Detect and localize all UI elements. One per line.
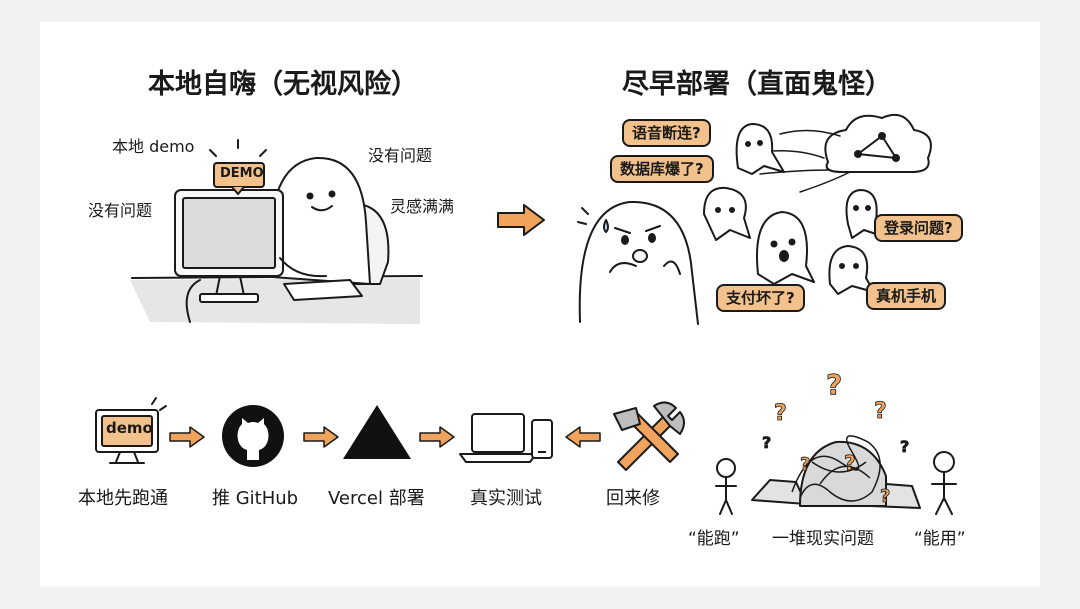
ghost-body	[269, 156, 371, 285]
ghost	[756, 211, 815, 285]
flow-arrow-icon	[169, 426, 205, 448]
diagram-canvas: ? ? ? ? ? ? ? ? 本地自嗨（无视风险） 尽早部署（直面鬼怪） 本地…	[40, 22, 1040, 587]
demo-screen-tag	[101, 415, 153, 447]
monitor-screen	[182, 197, 276, 269]
flow-arrow-left-icon	[565, 426, 601, 448]
svg-text:?: ?	[826, 368, 842, 401]
ghost-flock	[703, 123, 883, 295]
vercel-triangle-icon	[343, 405, 411, 459]
ghost-eye	[328, 190, 336, 198]
monitor-demo-label: demo	[106, 419, 153, 437]
problem-pile	[751, 435, 921, 509]
note-no-problem-left: 没有问题	[88, 201, 153, 220]
monitor-base	[199, 293, 259, 303]
github-icon	[222, 405, 284, 467]
ghost-cloud	[824, 114, 932, 173]
flow-arrow-icon	[419, 426, 455, 448]
bubble-login: 登录问题?	[874, 214, 963, 242]
cable	[185, 279, 201, 323]
ghost	[828, 245, 875, 295]
label-usable: “能用”	[914, 529, 966, 549]
demo-sign-label: DEMO	[220, 166, 264, 181]
arrow-right-icon	[497, 204, 545, 236]
desk-scene	[130, 156, 423, 324]
ghost	[735, 123, 785, 175]
step-label-vercel: Vercel 部署	[328, 488, 425, 509]
wind-lines	[749, 129, 851, 193]
bubble-payment: 支付坏了?	[716, 284, 805, 312]
step-label-github: 推 GitHub	[212, 488, 299, 509]
keyboard	[283, 279, 363, 301]
step-label-fix: 回来修	[606, 488, 660, 509]
demo-tag-sign	[209, 139, 267, 196]
svg-text:?: ?	[880, 486, 890, 507]
ghost-arm	[279, 257, 327, 278]
bubble-device: 真机手机	[866, 282, 947, 310]
bubble-voice: 语音断连?	[622, 119, 711, 147]
bubble-db: 数据库爆了?	[610, 155, 714, 183]
tools-icon	[613, 401, 685, 471]
svg-text:?: ?	[900, 437, 909, 456]
svg-text:?: ?	[844, 451, 856, 475]
label-runs: “能跑”	[688, 529, 740, 549]
step-label-local: 本地先跑通	[78, 488, 168, 509]
ghost-eye	[306, 192, 314, 200]
laptop-phone-icon	[459, 413, 553, 463]
worried-person	[577, 200, 699, 325]
note-no-problem-right: 没有问题	[368, 146, 433, 165]
monitor-stand	[215, 275, 245, 297]
stick-figure	[715, 458, 737, 515]
svg-text:?: ?	[874, 399, 887, 424]
step-label-testing: 真实测试	[470, 488, 542, 509]
stick-figure	[931, 451, 957, 515]
ghost-smile	[311, 205, 333, 212]
illustration-layer: ? ? ? ? ? ? ? ?	[95, 114, 957, 515]
question-marks: ? ? ? ? ? ? ? ?	[762, 368, 910, 508]
label-real-problems: 一堆现实问题	[772, 529, 874, 549]
flow-arrow-icon	[303, 426, 339, 448]
svg-text:?: ?	[762, 433, 771, 452]
left-title: 本地自嗨（无视风险）	[148, 69, 418, 100]
note-inspiration: 灵感满满	[390, 197, 455, 216]
ghost	[703, 186, 751, 241]
svg-text:?: ?	[800, 454, 810, 475]
note-local-demo: 本地 demo	[112, 137, 195, 156]
right-title: 尽早部署（直面鬼怪）	[622, 69, 892, 100]
flow-monitor-icon	[95, 397, 167, 464]
sweat-drop	[603, 219, 609, 233]
svg-text:?: ?	[774, 401, 787, 426]
